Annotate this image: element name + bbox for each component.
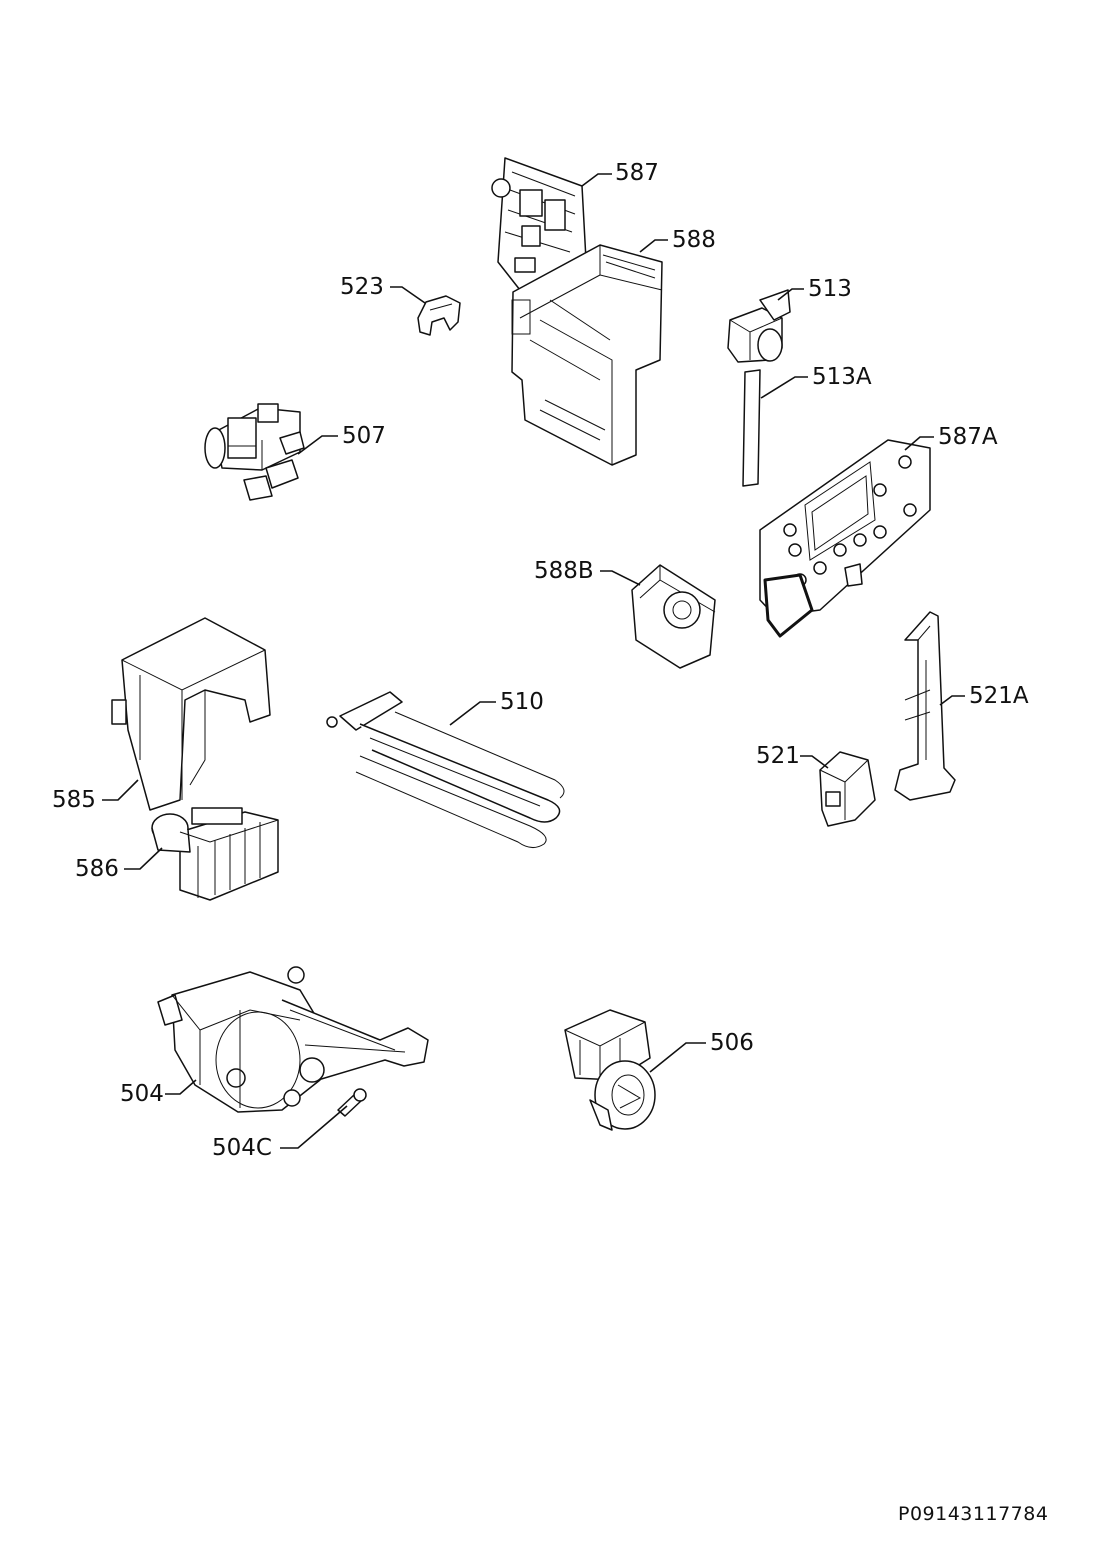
label-588: 588 (672, 227, 716, 253)
part-513-lamp (727, 289, 791, 363)
part-513a-light-guide (742, 369, 761, 487)
label-587a: 587A (938, 424, 998, 450)
part-506-drain-pump (564, 1009, 656, 1131)
part-588-board-housing (511, 244, 663, 466)
label-504: 504 (120, 1081, 164, 1107)
label-513a: 513A (812, 364, 872, 390)
label-507: 507 (342, 423, 386, 449)
label-523: 523 (340, 274, 384, 300)
part-523-clip (417, 295, 461, 336)
part-510-heating-element (326, 691, 565, 848)
part-521a-bracket (894, 611, 956, 801)
part-507-inlet-valve (204, 403, 305, 501)
part-585-cover (111, 617, 271, 811)
label-587: 587 (615, 160, 659, 186)
label-585: 585 (52, 787, 96, 813)
document-id: P09143117784 (898, 1503, 1049, 1525)
label-506: 506 (710, 1030, 754, 1056)
part-586-filter (151, 807, 279, 901)
label-521a: 521A (969, 683, 1029, 709)
label-521: 521 (756, 743, 800, 769)
part-587a-display-board (759, 439, 931, 638)
part-588b-pressure-switch (631, 564, 716, 669)
label-510: 510 (500, 689, 544, 715)
part-587-circuit-board (491, 157, 587, 301)
part-504c-screw (337, 1088, 367, 1117)
label-586: 586 (75, 856, 119, 882)
leader-lines (102, 173, 965, 1149)
part-521-door-lock (819, 751, 876, 827)
label-513: 513 (808, 276, 852, 302)
label-588b: 588B (534, 558, 594, 584)
part-504-motor (157, 966, 429, 1113)
label-504c: 504C (212, 1135, 272, 1161)
